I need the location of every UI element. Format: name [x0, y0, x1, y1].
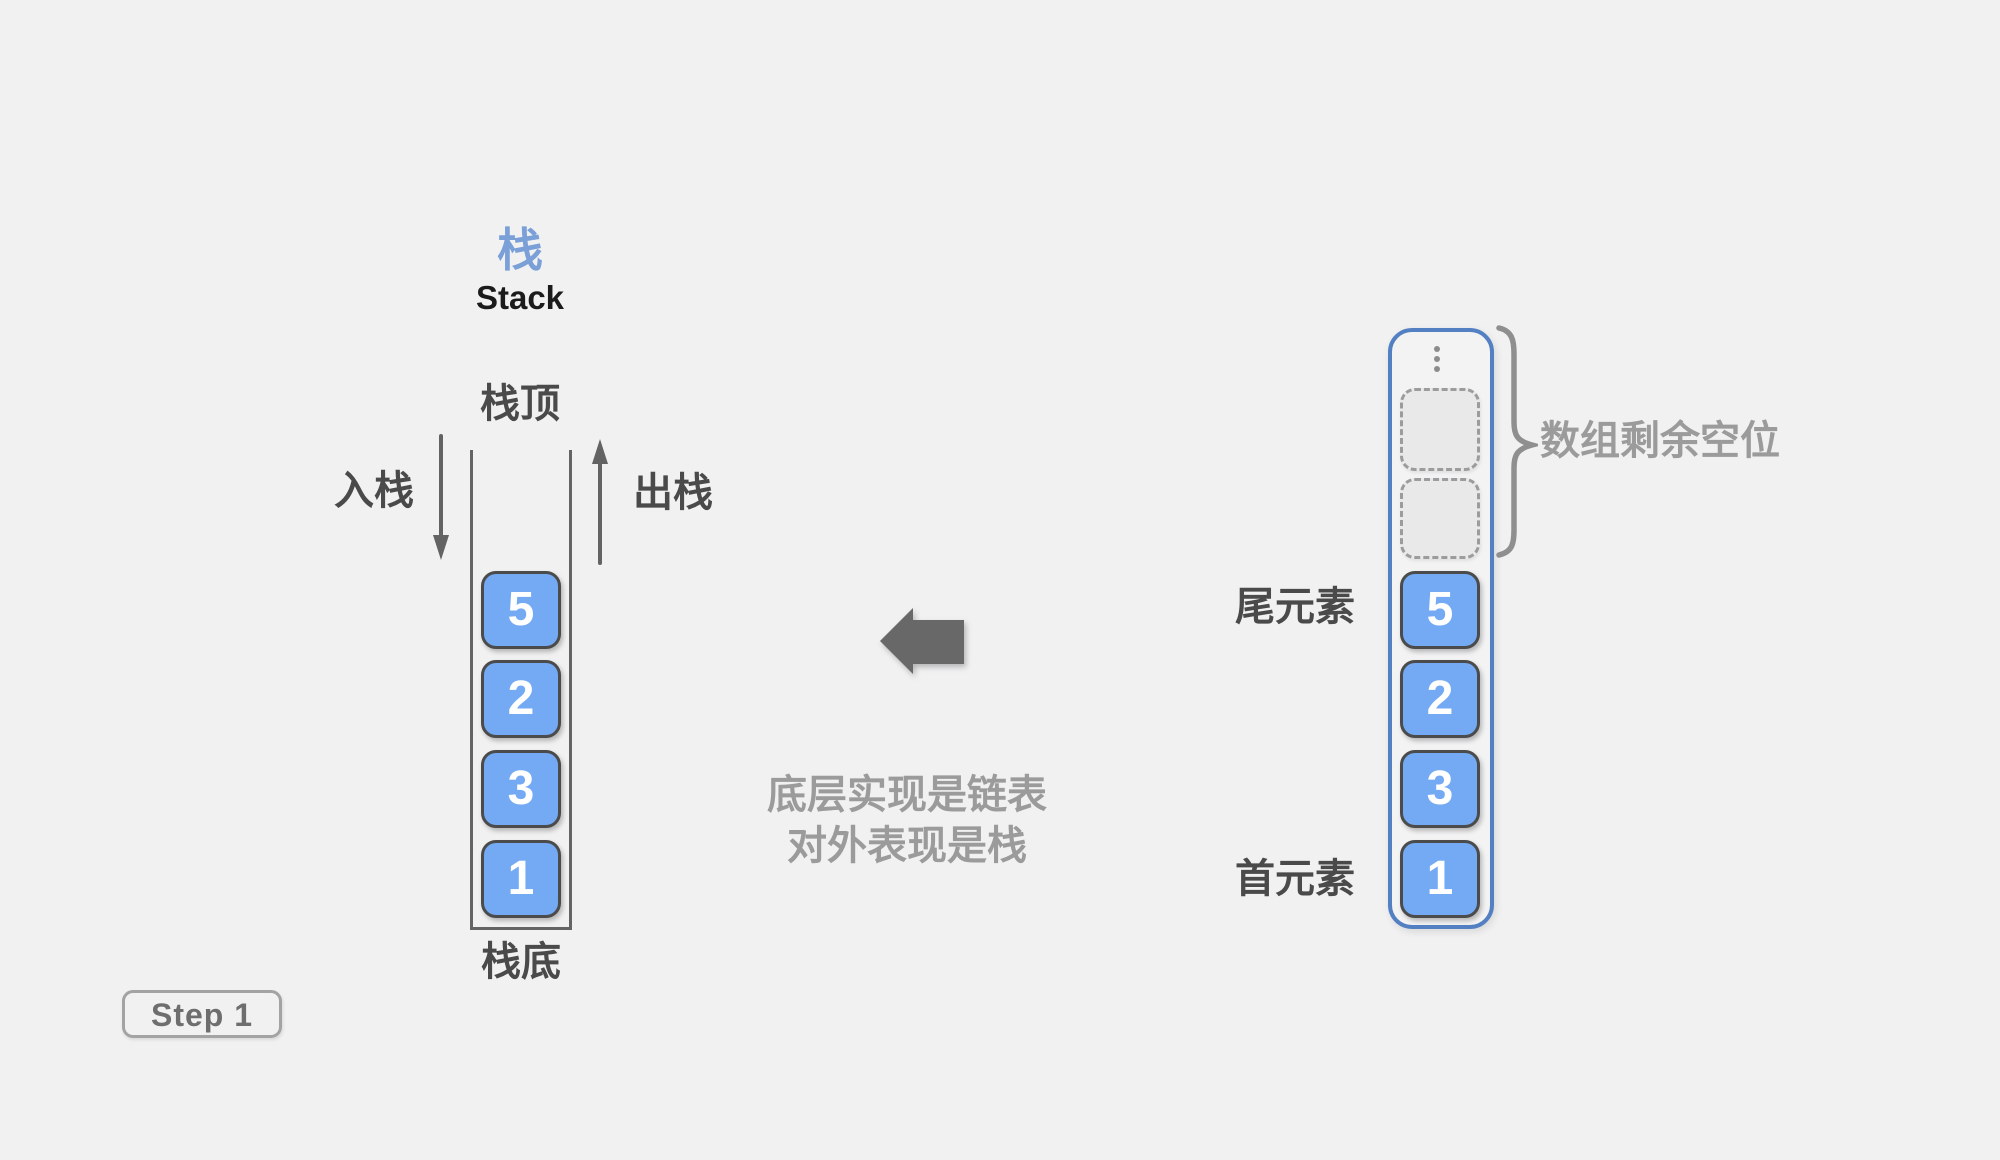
- push-arrow-down-icon: [429, 432, 453, 564]
- array-element: 3: [1400, 750, 1480, 828]
- title-chinese: 栈: [497, 224, 543, 276]
- pop-arrow-up-icon: [588, 435, 612, 567]
- array-empty-slot: [1400, 388, 1480, 471]
- stack-element: 1: [481, 840, 561, 918]
- stack-element: 2: [481, 660, 561, 738]
- center-note: 底层实现是链表 对外表现是栈: [737, 770, 1077, 872]
- tail-element-label: 尾元素: [1235, 585, 1355, 629]
- stack-container: [470, 450, 572, 930]
- stack-bottom-label: 栈底: [481, 940, 561, 984]
- head-element-label: 首元素: [1235, 857, 1355, 901]
- curly-brace-right-icon: [1490, 322, 1538, 562]
- vertical-ellipsis-icon: [1434, 346, 1440, 376]
- transform-block-arrow-left-icon: [874, 604, 969, 680]
- stack-top-label: 栈顶: [480, 382, 560, 426]
- center-note-line1: 底层实现是链表: [767, 773, 1047, 817]
- step-badge: Step 1: [122, 990, 282, 1038]
- pop-label: 出栈: [633, 471, 713, 515]
- array-element: 5: [1400, 571, 1480, 649]
- free-space-label: 数组剩余空位: [1540, 419, 1780, 463]
- push-label: 入栈: [334, 469, 414, 513]
- array-empty-slot: [1400, 478, 1480, 559]
- title-english: Stack: [475, 279, 565, 316]
- array-element: 1: [1400, 840, 1480, 918]
- center-note-line2: 对外表现是栈: [787, 824, 1027, 868]
- array-element: 2: [1400, 660, 1480, 738]
- stack-element: 5: [481, 571, 561, 649]
- stack-element: 3: [481, 750, 561, 828]
